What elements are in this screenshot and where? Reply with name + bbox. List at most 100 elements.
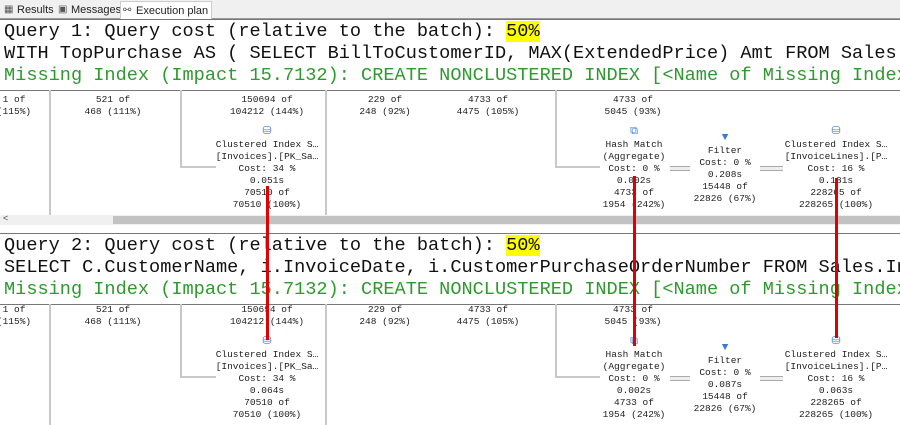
clustered-index-icon[interactable]: ⛁ [831,336,841,348]
query-1-title: Query 1: Query cost (relative to the bat… [4,21,540,43]
annotation-red-line [633,176,636,346]
clustered-index-seek-invoicelines-label[interactable]: [InvoiceLines].[P… [784,151,888,162]
row-count-label: 248 (92%) [359,106,411,117]
clustered-index-seek-invoices-label[interactable]: Cost: 34 % [238,373,296,384]
filter-label[interactable]: 22826 (67%) [693,403,757,414]
filter-label[interactable]: 15448 of [702,391,748,402]
tab-results[interactable]: ▦ Results [2,2,57,18]
row-count-label: 229 of [367,94,403,105]
hash-match-aggregate-label[interactable]: (Aggregate) [602,151,666,162]
row-count-label: 104212 (144%) [229,106,305,117]
clustered-index-seek-invoicelines-label[interactable]: 228265 of [810,397,862,408]
row-count-label: 150694 of [241,94,293,105]
filter-label[interactable]: Cost: 0 % [699,157,751,168]
clustered-index-seek-invoices-label[interactable]: Clustered Index S… [215,349,319,360]
hash-match-aggregate-label[interactable]: (Aggregate) [602,361,666,372]
query-1-missing-index[interactable]: Missing Index (Impact 15.7132): CREATE N… [4,65,900,86]
filter-icon[interactable]: ▼ [721,342,729,354]
query-cost-badge: 50% [506,21,540,42]
plan-arrow [670,376,690,381]
clustered-index-icon[interactable]: ⛁ [831,126,841,138]
execution-plan-icon: ⚯ [123,4,132,16]
row-count-label: 521 of [95,94,131,105]
plan-connector [180,304,182,377]
clustered-index-seek-invoices-label[interactable]: [Invoices].[PK_Sa… [215,361,319,372]
hash-match-aggregate-label[interactable]: 1954 (242%) [602,409,666,420]
filter-label[interactable]: 15448 of [702,181,748,192]
row-count-label: 5045 (93%) [604,106,662,117]
plan-connector [49,90,51,215]
filter-label[interactable]: 0.208s [707,169,743,180]
filter-label[interactable]: 0.087s [707,379,743,390]
tab-execution-plan[interactable]: ⚯ Execution plan [120,1,213,19]
hash-match-aggregate-label[interactable]: Hash Match [605,139,663,150]
clustered-index-seek-invoicelines-label[interactable]: Clustered Index S… [784,349,888,360]
clustered-index-seek-invoicelines-label[interactable]: 228265 (100%) [798,409,874,420]
annotation-red-line [266,186,269,340]
tab-label: Execution plan [136,4,209,17]
clustered-index-seek-invoices-label[interactable]: 0.064s [249,385,285,396]
query-1-sql: WITH TopPurchase AS ( SELECT BillToCusto… [4,43,897,64]
clustered-index-seek-invoices-label[interactable]: [Invoices].[PK_Sa… [215,151,319,162]
plan-arrow [670,166,690,171]
row-count-label: (115%) [0,316,32,327]
row-count-label: 1 of [2,94,26,105]
row-count-label: 468 (111%) [84,106,142,117]
filter-label[interactable]: Cost: 0 % [699,367,751,378]
plan-arrow [760,166,783,171]
query-2-missing-index[interactable]: Missing Index (Impact 15.7132): CREATE N… [4,279,900,300]
clustered-index-seek-invoices-label[interactable]: Clustered Index S… [215,139,319,150]
clustered-index-seek-invoicelines-label[interactable]: 0.063s [818,385,854,396]
filter-label[interactable]: Filter [707,145,743,156]
horizontal-scrollbar[interactable]: < [0,213,900,225]
tab-messages[interactable]: ▣ Messages [56,2,124,18]
filter-icon[interactable]: ▼ [721,132,729,144]
hash-match-aggregate-label[interactable]: 4733 of [614,397,654,408]
plan-connector [555,90,557,167]
clustered-index-icon[interactable]: ⛁ [262,126,272,138]
plan-connector [49,304,51,425]
plan-connector [325,90,327,215]
plan-arrow [760,376,783,381]
clustered-index-seek-invoices-label[interactable]: Cost: 34 % [238,163,296,174]
row-count-label: 248 (92%) [359,316,411,327]
query-2-sql: SELECT C.CustomerName, i.InvoiceDate, i.… [4,257,900,278]
row-count-label: 229 of [367,304,403,315]
row-count-label: 4475 (105%) [456,106,520,117]
clustered-index-seek-invoices-label[interactable]: 0.051s [249,175,285,186]
hash-match-aggregate-label[interactable]: Hash Match [605,349,663,360]
tab-label: Results [17,4,54,16]
filter-label[interactable]: Filter [707,355,743,366]
clustered-index-icon[interactable]: ⛁ [262,336,272,348]
clustered-index-seek-invoicelines-label[interactable]: Clustered Index S… [784,139,888,150]
plan-connector [180,90,182,167]
filter-label[interactable]: 22826 (67%) [693,193,757,204]
clustered-index-seek-invoicelines-label[interactable]: Cost: 16 % [807,373,865,384]
clustered-index-seek-invoices-label[interactable]: 70510 of [244,397,290,408]
query-cost-badge: 50% [506,235,540,256]
query-2-title: Query 2: Query cost (relative to the bat… [4,235,540,257]
scrollbar-thumb[interactable] [113,216,900,224]
row-count-label: 4733 of [613,94,653,105]
row-count-label: 4475 (105%) [456,316,520,327]
hash-match-icon[interactable]: ⧉ [630,126,638,138]
scroll-left-icon[interactable]: < [3,213,9,223]
clustered-index-seek-invoicelines-label[interactable]: [InvoiceLines].[P… [784,361,888,372]
query-title-text: Query 2: Query cost (relative to the bat… [4,235,507,256]
plan-connector [180,376,216,378]
result-tabs: ▦ Results ▣ Messages ⚯ Execution plan [0,0,900,19]
grid-icon: ▦ [4,4,14,15]
row-count-label: 468 (111%) [84,316,142,327]
row-count-label: 4733 of [468,304,508,315]
clustered-index-seek-invoicelines-label[interactable]: Cost: 16 % [807,163,865,174]
query-2-header: Query 2: Query cost (relative to the bat… [0,233,900,305]
row-count-label: 521 of [95,304,131,315]
hash-match-aggregate-label[interactable]: 0.002s [616,385,652,396]
hash-match-aggregate-label[interactable]: Cost: 0 % [608,373,660,384]
plan-connector [555,376,600,378]
hash-match-aggregate-label[interactable]: Cost: 0 % [608,163,660,174]
clustered-index-seek-invoices-label[interactable]: 70510 (100%) [232,409,302,420]
row-count-label: 1 of [2,304,26,315]
